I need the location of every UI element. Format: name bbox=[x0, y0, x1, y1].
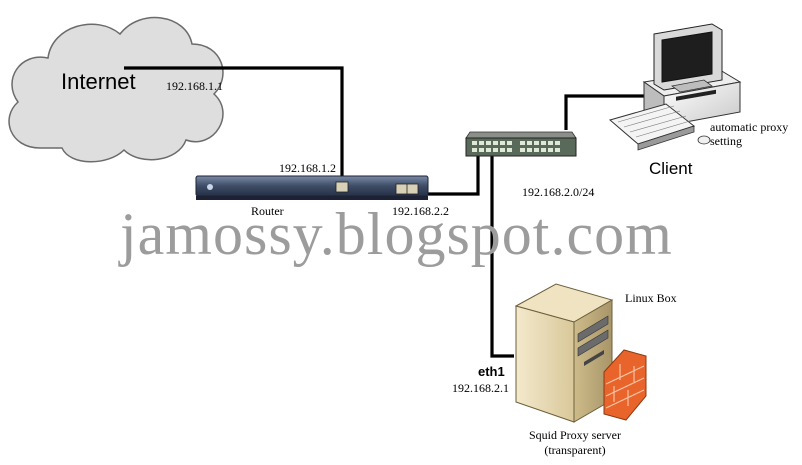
router-icon bbox=[195, 175, 429, 200]
subnet-label: 192.168.2.0/24 bbox=[522, 185, 595, 199]
internet-ip-label: 192.168.1.1 bbox=[166, 79, 223, 93]
client-note-line2: setting bbox=[710, 134, 742, 148]
eth1-label: eth1 bbox=[478, 364, 505, 379]
squid-proxy-label-line2: (transparent) bbox=[544, 443, 606, 457]
linux-box-label: Linux Box bbox=[625, 291, 677, 305]
link-switch-server bbox=[490, 150, 514, 358]
router-lan-ip-label: 192.168.2.2 bbox=[392, 204, 449, 218]
router-wan-ip-label: 192.168.1.2 bbox=[279, 161, 336, 175]
linux-server-icon bbox=[514, 283, 614, 423]
internet-cloud-icon bbox=[8, 16, 224, 163]
watermark-text: jamossy.blogspot.com bbox=[120, 201, 673, 267]
client-computer-icon bbox=[608, 23, 742, 151]
network-links bbox=[124, 66, 650, 358]
server-ip-label: 192.168.2.1 bbox=[452, 381, 509, 395]
link-internet-router bbox=[124, 66, 344, 188]
firewall-icon bbox=[603, 349, 647, 421]
switch-icon bbox=[465, 131, 577, 157]
internet-label: Internet bbox=[61, 69, 136, 94]
link-router-switch bbox=[414, 150, 480, 196]
client-note-line1: automatic proxy bbox=[710, 120, 789, 134]
squid-proxy-label-line1: Squid Proxy server bbox=[529, 428, 621, 442]
client-label: Client bbox=[649, 159, 693, 178]
link-switch-client bbox=[564, 94, 650, 130]
router-label: Router bbox=[251, 204, 284, 218]
